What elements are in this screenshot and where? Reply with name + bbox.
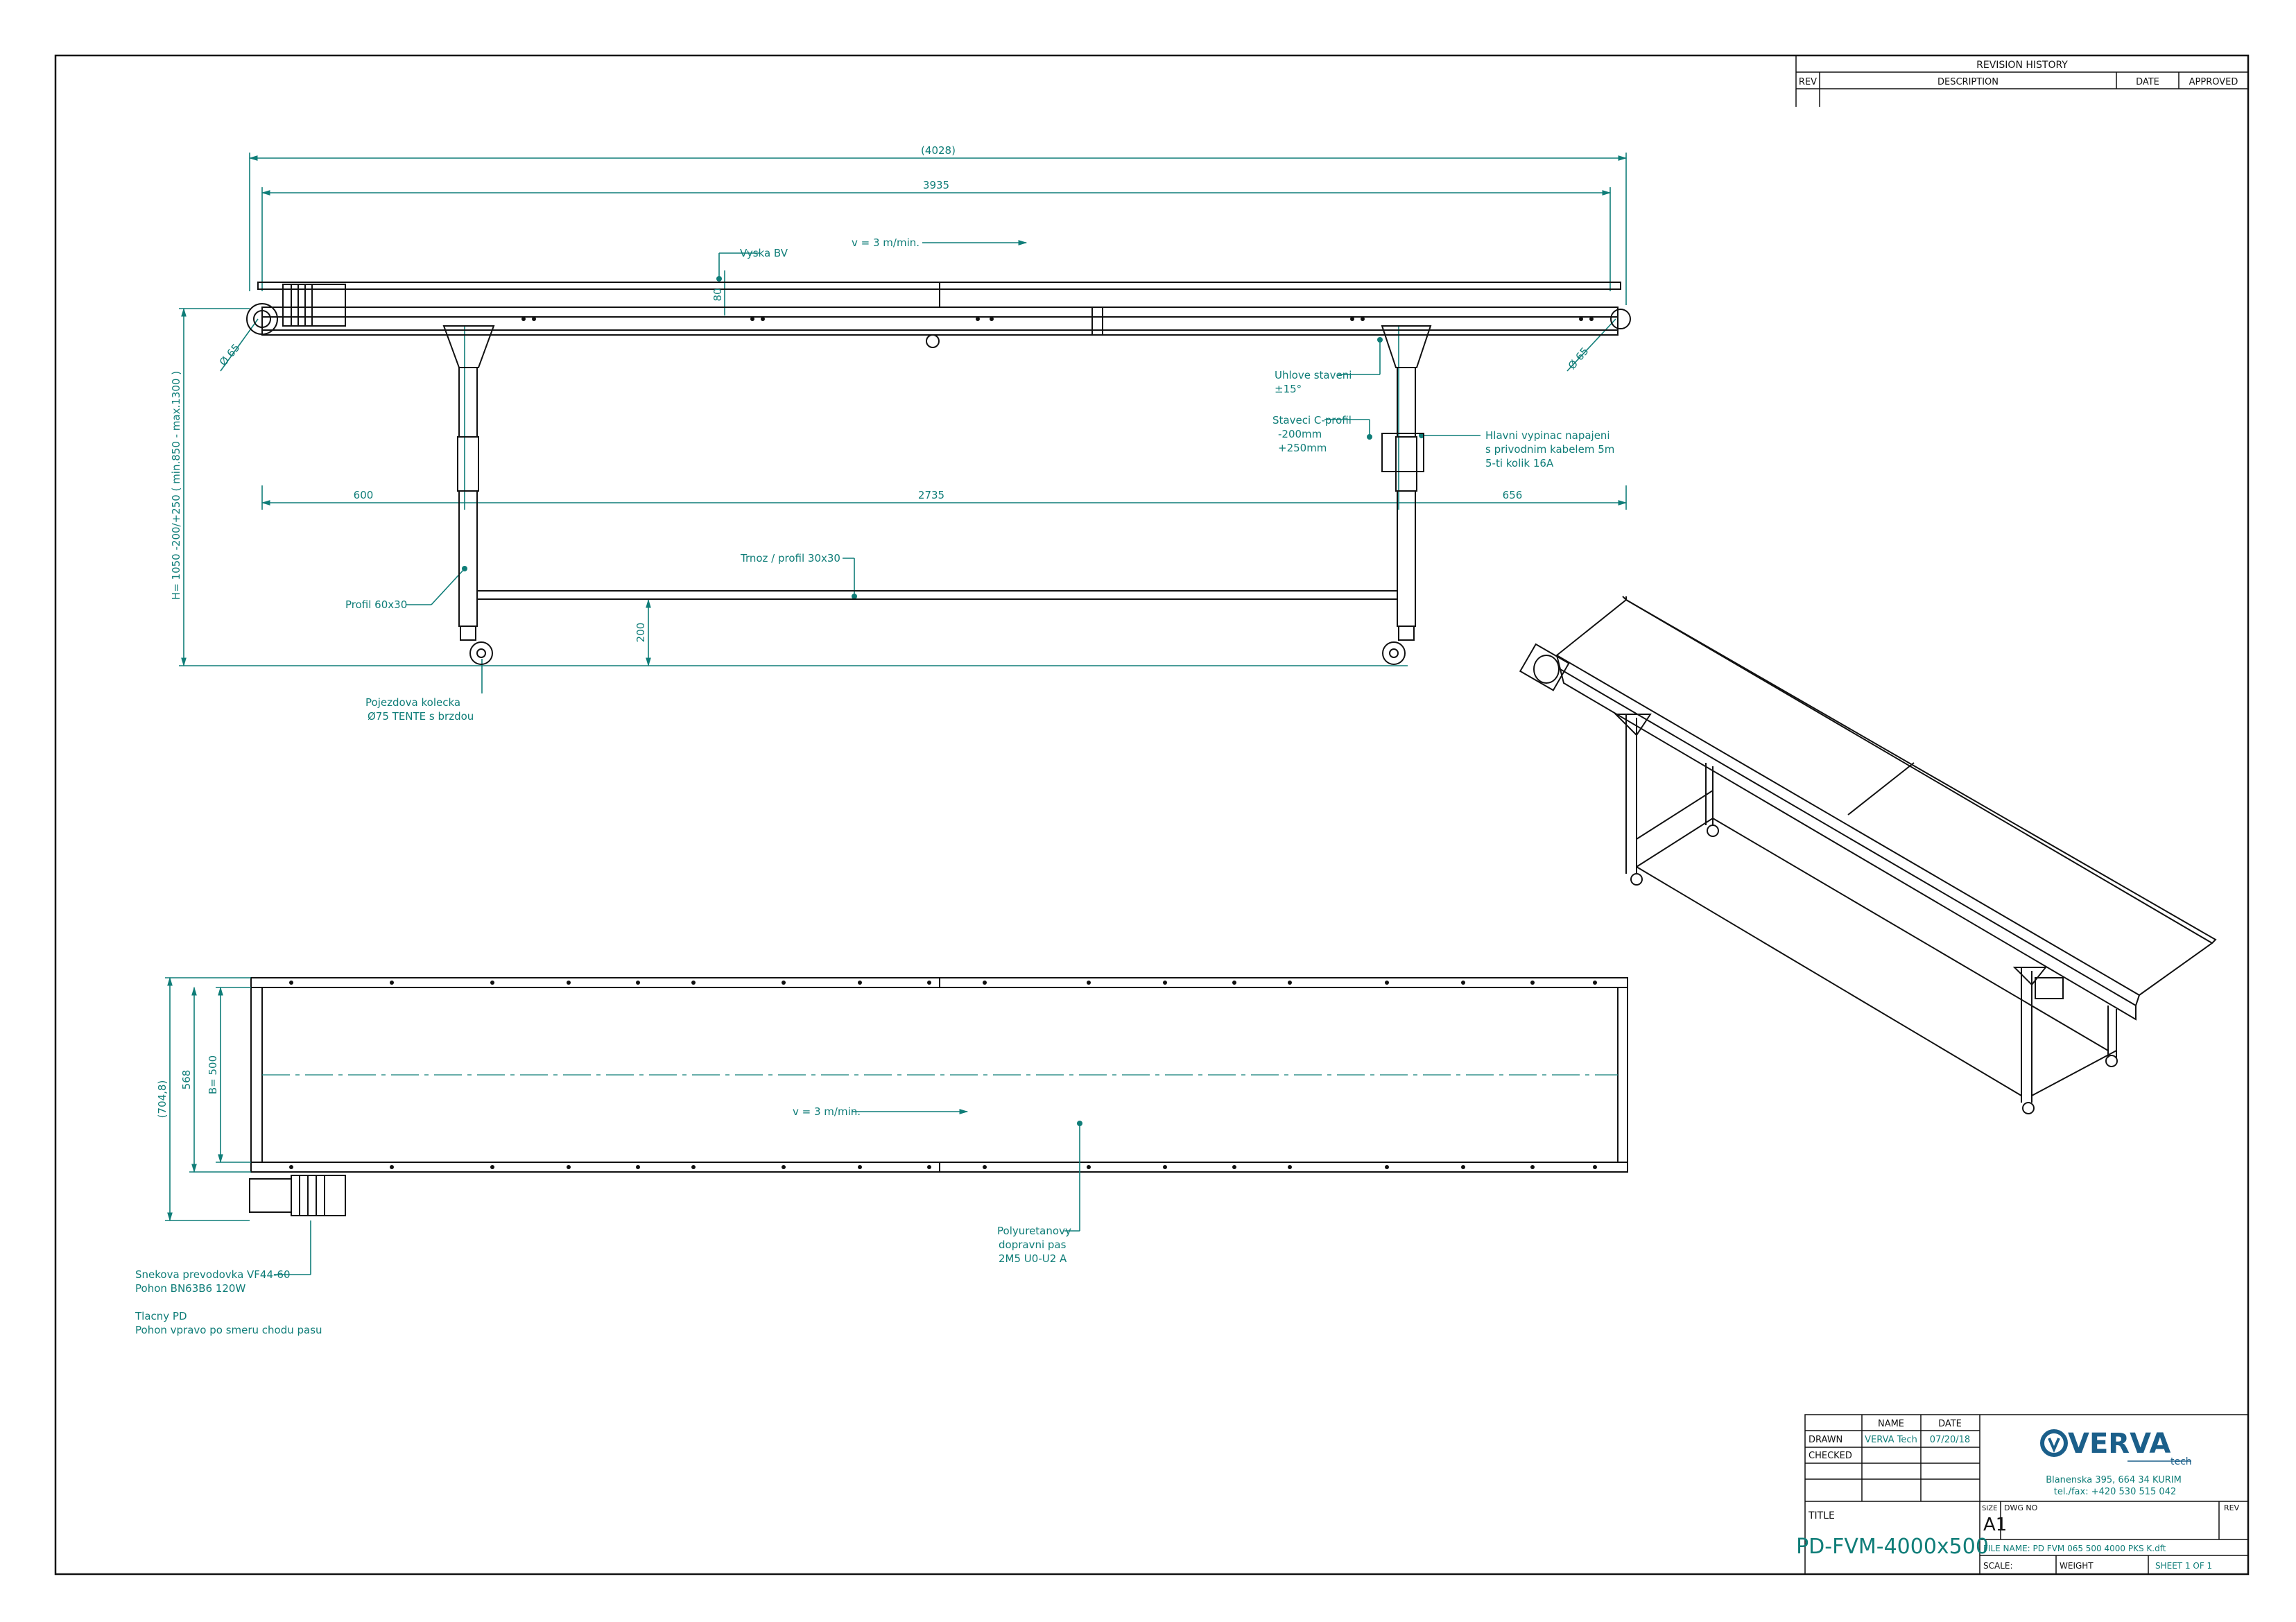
title-block <box>1804 1414 2249 1575</box>
label-staveci-3: +250mm <box>1278 442 1327 454</box>
dim-right-offset: 656 <box>1503 489 1523 501</box>
revision-header-rev: REV <box>1799 77 1817 87</box>
label-staveci-1: Staveci C-profil <box>1272 414 1352 426</box>
verva-logo: VERVA tech <box>2040 1428 2192 1467</box>
dim-crossbar-height: 200 <box>635 623 647 643</box>
tb-drawn-label: DRAWN <box>1809 1435 1842 1445</box>
dim-total-width: (704,8) <box>156 1080 169 1119</box>
tb-scale: SCALE: <box>1983 1561 2013 1571</box>
label-vyska-bv: Vyska BV <box>740 247 788 259</box>
isometric-view <box>1519 596 2217 1114</box>
tb-rev-label: REV <box>2224 1503 2240 1512</box>
label-hlavni-2: s privodnim kabelem 5m <box>1485 443 1614 456</box>
label-pojezdova-2: Ø75 TENTE s brzdou <box>368 710 474 723</box>
revision-header-date: DATE <box>2136 77 2159 87</box>
dim-conveyor-length: 3935 <box>923 179 949 191</box>
dim-belt-height: 80 <box>711 288 724 301</box>
top-belt-speed-label: v = 3 m/min. <box>793 1105 861 1118</box>
tb-weight: WEIGHT <box>2060 1561 2094 1571</box>
note-drive: Pohon BN63B6 120W <box>135 1282 245 1295</box>
label-belt-1: Polyuretanovy <box>997 1225 1071 1237</box>
tb-drawing-title: PD-FVM-4000x500 <box>1796 1535 1989 1559</box>
tb-name-header: NAME <box>1878 1419 1904 1429</box>
dim-left-offset: 600 <box>354 489 374 501</box>
logo-sub-text: tech <box>2170 1456 2192 1467</box>
dim-belt-width: B= 500 <box>207 1055 219 1094</box>
tb-address-1: Blanenska 395, 664 34 KURIM <box>2046 1475 2182 1485</box>
tb-dwg-label: DWG NO <box>2004 1503 2038 1512</box>
revision-history-table <box>1795 55 2249 107</box>
sheet-border <box>54 54 2250 1576</box>
tb-sheet: SHEET 1 OF 1 <box>2155 1561 2212 1571</box>
tb-size-label: SIZE <box>1982 1505 1997 1512</box>
revision-header-approved: APPROVED <box>2189 77 2238 87</box>
tb-file-name: FILE NAME: PD FVM 065 500 4000 PKS K.dft <box>1983 1544 2166 1553</box>
tb-drawn-date: 07/20/18 <box>1930 1435 1970 1445</box>
note-drive-side: Pohon vpravo po smeru chodu pasu <box>135 1324 322 1336</box>
revision-history-title: REVISION HISTORY <box>1976 60 2068 71</box>
tb-size: A1 <box>1983 1515 2007 1535</box>
logo-text: VERVA <box>2068 1428 2170 1460</box>
label-belt-2: dopravni pas <box>999 1239 1067 1251</box>
label-uhlove-staveni-2: ±15° <box>1275 383 1302 395</box>
label-staveci-2: -200mm <box>1278 428 1322 440</box>
label-pojezdova-1: Pojezdova kolecka <box>365 696 460 709</box>
tb-date-header: DATE <box>1938 1419 1962 1429</box>
label-trnoz: Trnoz / profil 30x30 <box>740 552 840 564</box>
tb-checked-label: CHECKED <box>1809 1451 1852 1461</box>
revision-header-description: DESCRIPTION <box>1937 77 1999 87</box>
label-belt-3: 2M5 U0-U2 A <box>999 1252 1067 1265</box>
dim-height: H= 1050 -200/+250 ( min.850 - max.1300 ) <box>170 371 182 600</box>
label-profil: Profil 60x30 <box>345 598 407 611</box>
note-push-type: Tlacny PD <box>135 1310 187 1322</box>
label-hlavni-3: 5-ti kolik 16A <box>1485 457 1554 469</box>
tb-title-label: TITLE <box>1808 1510 1835 1521</box>
dim-leg-spacing: 2735 <box>918 489 944 501</box>
top-view <box>165 976 1628 1275</box>
dim-frame-width: 568 <box>180 1070 193 1090</box>
belt-speed-label: v = 3 m/min. <box>852 236 920 249</box>
dim-overall-length: (4028) <box>921 144 956 157</box>
side-view <box>179 153 1631 693</box>
tb-drawn-name: VERVA Tech <box>1865 1435 1917 1445</box>
tb-address-2: tel./fax: +420 530 515 042 <box>2054 1487 2177 1497</box>
label-hlavni-1: Hlavni vypinac napajeni <box>1485 429 1610 442</box>
label-uhlove-staveni-1: Uhlove staveni <box>1275 369 1352 381</box>
note-gearbox: Snekova prevodovka VF44-60 <box>135 1268 291 1281</box>
